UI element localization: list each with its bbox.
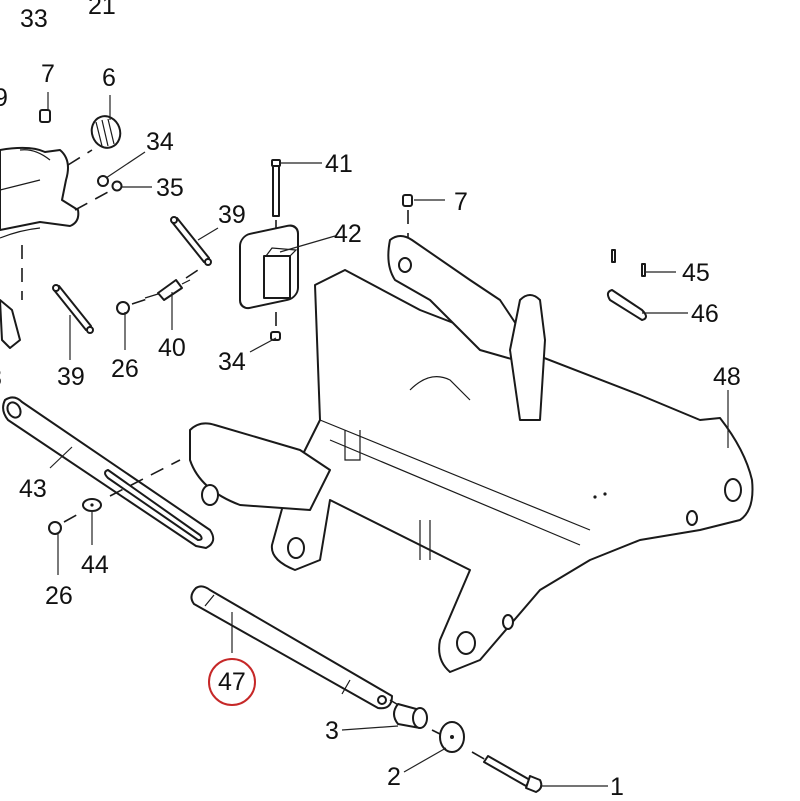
nut-part-34-bottom[interactable] — [270, 331, 281, 341]
callout-9[interactable]: 9 — [0, 84, 8, 112]
bolt-part-1[interactable] — [483, 755, 543, 793]
washer-part-2[interactable] — [439, 721, 465, 753]
callout-45[interactable]: 45 — [682, 259, 710, 287]
callout-21[interactable]: 21 — [88, 0, 116, 20]
bolt-part-41[interactable] — [271, 159, 281, 217]
callout-26-lower[interactable]: 26 — [45, 582, 73, 610]
link-bar-part-43[interactable] — [2, 396, 215, 549]
callout-7-right[interactable]: 7 — [454, 188, 468, 216]
callout-6[interactable]: 6 — [102, 64, 116, 92]
callout-42[interactable]: 42 — [334, 220, 362, 248]
callout-33[interactable]: 33 — [20, 5, 48, 33]
pad-block-part-42[interactable] — [239, 224, 299, 310]
callout-1[interactable]: 1 — [610, 773, 624, 801]
sensor-part-40[interactable] — [144, 279, 191, 301]
callout-7-left[interactable]: 7 — [41, 60, 55, 88]
nut-part-7-right[interactable] — [402, 194, 413, 207]
callout-47[interactable]: 47 — [218, 668, 246, 696]
pin-part-45-b[interactable] — [641, 263, 646, 277]
spring-part-39-lower[interactable] — [52, 284, 94, 334]
callout-43[interactable]: 43 — [19, 475, 47, 503]
spring-part-39-upper[interactable] — [170, 216, 212, 266]
washer-part-44[interactable] — [82, 498, 102, 512]
callout-34-top[interactable]: 34 — [146, 128, 174, 156]
roller-bearing-part-6[interactable] — [87, 112, 124, 152]
leader-lines — [47, 92, 729, 787]
nut-part-35[interactable] — [111, 180, 123, 192]
main-frame-part-48[interactable] — [189, 235, 754, 673]
callout-39-upper[interactable]: 39 — [218, 201, 246, 229]
callout-44[interactable]: 44 — [81, 551, 109, 579]
callout-8[interactable]: 8 — [0, 366, 2, 391]
callout-40[interactable]: 40 — [158, 334, 186, 362]
callout-34-bottom[interactable]: 34 — [218, 348, 246, 376]
nut-part-26-lower[interactable] — [48, 521, 62, 535]
pin-part-46[interactable] — [606, 289, 647, 321]
callout-3[interactable]: 3 — [325, 717, 339, 745]
callout-26-upper[interactable]: 26 — [111, 355, 139, 383]
callout-48[interactable]: 48 — [713, 363, 741, 391]
bushing-part-3[interactable] — [393, 703, 428, 729]
highlight-ring-47 — [208, 658, 256, 706]
callout-2[interactable]: 2 — [387, 763, 401, 791]
pivot-arm-assembly — [0, 146, 80, 349]
nut-part-26-upper[interactable] — [116, 301, 130, 315]
pin-part-45-a[interactable] — [611, 249, 616, 263]
callout-46[interactable]: 46 — [691, 300, 719, 328]
nut-part-7[interactable] — [39, 109, 51, 123]
callout-41[interactable]: 41 — [325, 150, 353, 178]
callout-35[interactable]: 35 — [156, 174, 184, 202]
nut-part-34-top[interactable] — [97, 175, 109, 187]
pin-shaft-part-47[interactable] — [190, 585, 393, 710]
callout-39-lower[interactable]: 39 — [57, 363, 85, 391]
